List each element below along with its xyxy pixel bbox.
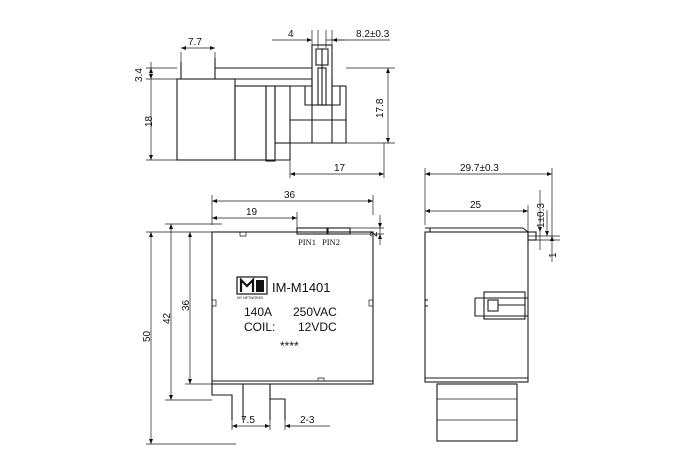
pin-2 (327, 227, 351, 235)
dim-7-7: 7.7 (188, 37, 202, 48)
coil-voltage: 12VDC (298, 320, 337, 334)
dim-1-tol: 1±0.3 (536, 203, 547, 228)
dim-4: 4 (288, 29, 294, 40)
side-view: 29.7±0.3 25 1±0.3 1 (424, 163, 560, 442)
coil-label: COIL: (244, 320, 275, 334)
dim-25: 25 (470, 200, 482, 211)
dim-1: 1 (548, 252, 559, 258)
top-view: 7.7 3.4 18 (134, 29, 395, 178)
dim-36-height: 36 (181, 299, 192, 311)
side-view-body (424, 231, 529, 383)
label-marks: **** (280, 339, 299, 353)
product-label: MY NETWORKS IM-M1401 140A 250VAC COIL: 1… (236, 276, 337, 353)
dim-8-2: 8.2±0.3 (356, 29, 390, 40)
pin-1 (296, 227, 328, 235)
dim-18: 18 (144, 115, 155, 127)
front-view-body (211, 231, 374, 385)
dim-36-width: 36 (284, 190, 296, 201)
top-view-body (176, 78, 236, 161)
current-rating: 140A (244, 305, 272, 319)
dim-50: 50 (142, 330, 153, 342)
pin1-label: PIN1 (298, 237, 316, 247)
dim-17-8: 17.8 (375, 98, 386, 118)
dim-42: 42 (162, 312, 173, 324)
dim-19: 19 (246, 207, 258, 218)
front-lead-left (211, 384, 233, 420)
side-lead (436, 383, 518, 442)
pin2-label: PIN2 (322, 237, 340, 247)
dim-7-5: 7.5 (241, 415, 255, 426)
dim-3-4: 3.4 (134, 68, 145, 82)
model-number: IM-M1401 (272, 280, 331, 295)
dim-17: 17 (334, 163, 346, 174)
top-view-clip (265, 85, 276, 162)
dim-2-3: 2-3 (300, 415, 315, 426)
brand-logo: MY NETWORKS (236, 276, 268, 300)
dim-2: 2 (369, 231, 380, 237)
brand-sub: MY NETWORKS (237, 296, 264, 300)
voltage-rating: 250VAC (293, 305, 337, 319)
front-view: 36 19 PIN1 PIN2 2 (142, 190, 384, 445)
dim-29-7: 29.7±0.3 (460, 163, 499, 174)
